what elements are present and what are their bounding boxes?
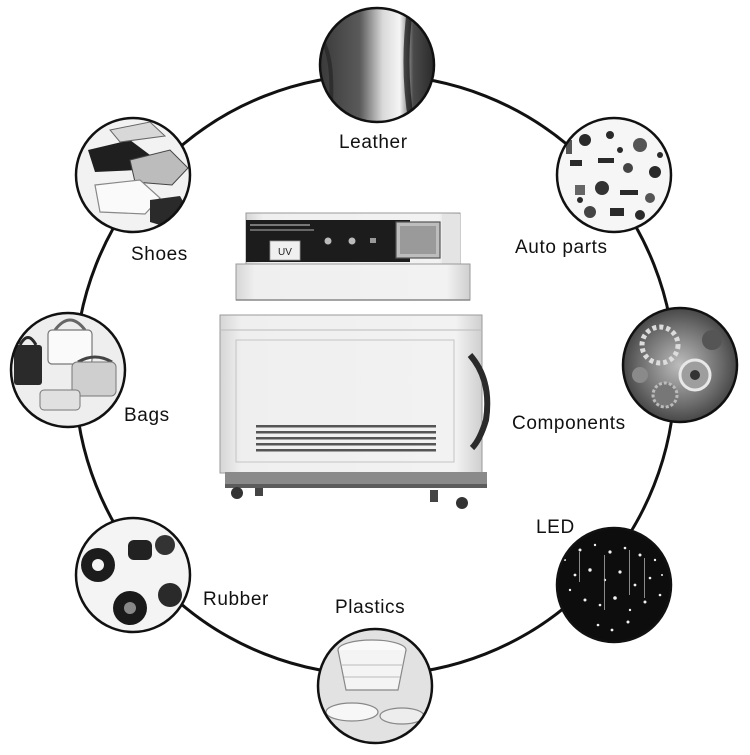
- rubber-thumbnail: [74, 516, 192, 634]
- led-thumbnail: [555, 526, 673, 644]
- wheel: [231, 487, 243, 499]
- bags-thumbnail: [9, 311, 127, 429]
- label-bags: Bags: [124, 405, 170, 426]
- auto-parts-thumbnail: [555, 116, 673, 234]
- label-components: Components: [512, 413, 626, 434]
- uv-label-box: [269, 240, 301, 261]
- plastics-thumbnail: [316, 627, 434, 745]
- vent-grille: [256, 425, 436, 452]
- leather-thumbnail: [318, 6, 436, 124]
- knob: [348, 237, 356, 245]
- wheel: [456, 497, 468, 509]
- label-leather: Leather: [339, 132, 408, 153]
- label-auto-parts: Auto parts: [515, 237, 608, 258]
- components-thumbnail: [621, 306, 739, 424]
- label-led: LED: [536, 517, 575, 538]
- label-rubber: Rubber: [203, 589, 269, 610]
- label-plastics: Plastics: [335, 597, 406, 618]
- knob: [324, 237, 332, 245]
- shoes-thumbnail: [74, 116, 192, 234]
- uv-screen-text: UV: [278, 247, 292, 258]
- uv-chamber: UV: [219, 212, 491, 509]
- label-shoes: Shoes: [131, 244, 188, 265]
